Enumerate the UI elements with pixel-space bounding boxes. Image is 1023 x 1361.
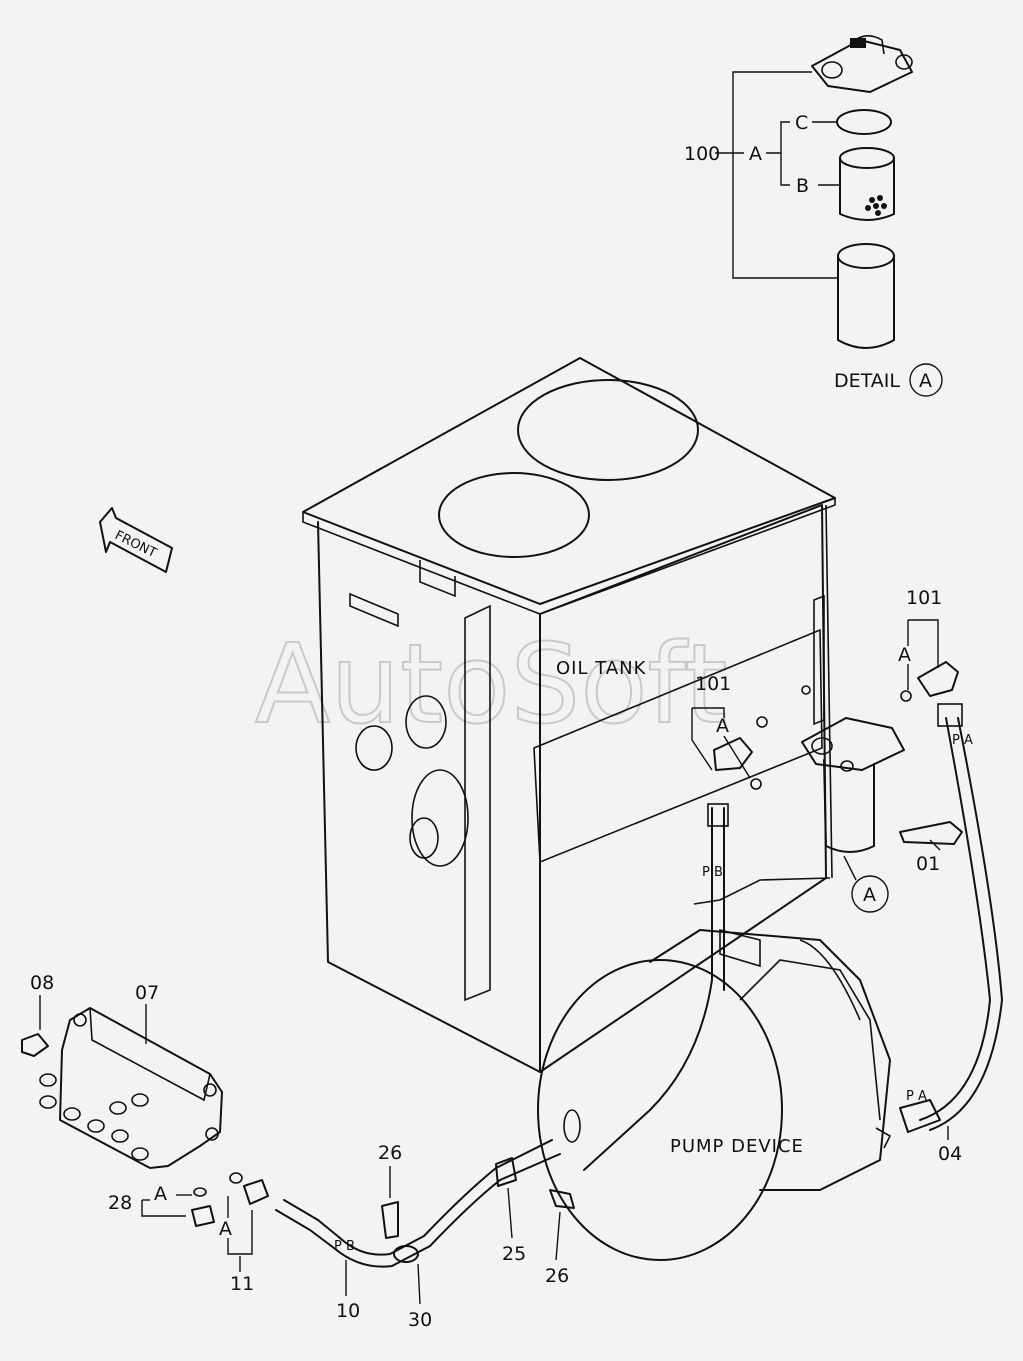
port-mark-pa-pump: P A xyxy=(906,1089,927,1104)
part-number-28: 28 xyxy=(108,1192,132,1214)
part-number-07: 07 xyxy=(135,982,159,1004)
suction-hose xyxy=(583,807,713,1171)
sub-letter-b: B xyxy=(796,175,809,197)
part-number-10: 10 xyxy=(336,1300,360,1322)
sub-letter-a: A xyxy=(749,143,762,165)
fitting-101-left xyxy=(713,737,753,771)
part-number-08: 08 xyxy=(30,972,54,994)
return-hose xyxy=(919,717,991,1121)
sub-letter-c: C xyxy=(795,112,808,134)
plug-part xyxy=(191,1205,215,1227)
pilot-hose xyxy=(275,1153,561,1268)
bolt-part-26-top xyxy=(381,1201,399,1239)
part-number-100: 100 xyxy=(684,143,720,165)
part-number-25: 25 xyxy=(502,1243,526,1265)
tank-filter-part xyxy=(750,716,963,853)
fitting-101-right xyxy=(900,661,959,702)
sub-letter-28: A xyxy=(154,1183,167,1205)
filter-element-part xyxy=(839,147,895,221)
detail-circle xyxy=(909,363,943,397)
part-number-11: 11 xyxy=(230,1273,254,1295)
bolt-part-26-bottom xyxy=(549,1189,575,1209)
front-arrow: FRONT xyxy=(99,507,173,573)
pump-device-label: PUMP DEVICE xyxy=(670,1136,804,1157)
port-mark-pa-top: P A xyxy=(952,733,973,748)
oil-tank-label: OIL TANK xyxy=(556,658,647,679)
port-mark-pb-mid: P B xyxy=(702,865,723,880)
detail-label: DETAIL xyxy=(834,370,900,392)
filter-callout-circle xyxy=(851,875,889,913)
filter-head-part xyxy=(811,35,913,93)
port-mark-pb-hose: P B xyxy=(334,1239,355,1254)
part-number-01: 01 xyxy=(916,853,940,875)
valve-block-part xyxy=(21,1007,223,1169)
part-number-101-left: 101 xyxy=(695,673,731,695)
part-number-26-top: 26 xyxy=(378,1142,402,1164)
o-ring-part xyxy=(836,109,892,135)
part-number-101-top: 101 xyxy=(906,587,942,609)
pump-device-part xyxy=(537,877,941,1261)
part-number-30: 30 xyxy=(408,1309,432,1331)
sub-letter-101-top: A xyxy=(898,644,911,666)
filter-callout-letter: A xyxy=(863,884,876,906)
oil-tank-part xyxy=(302,357,836,1073)
part-number-26-bottom: 26 xyxy=(545,1265,569,1287)
adapter-part xyxy=(243,1179,269,1205)
sub-letter-11: A xyxy=(219,1218,232,1240)
filter-bowl-part xyxy=(837,243,895,349)
watermark-text: AutoSoft xyxy=(255,620,727,748)
part-number-04: 04 xyxy=(938,1143,962,1165)
detail-a-group: 100 A C B DETAIL A xyxy=(684,35,943,397)
sub-letter-101-left: A xyxy=(716,715,729,737)
detail-circle-letter: A xyxy=(919,370,932,392)
clamp-part-25 xyxy=(495,1157,517,1187)
